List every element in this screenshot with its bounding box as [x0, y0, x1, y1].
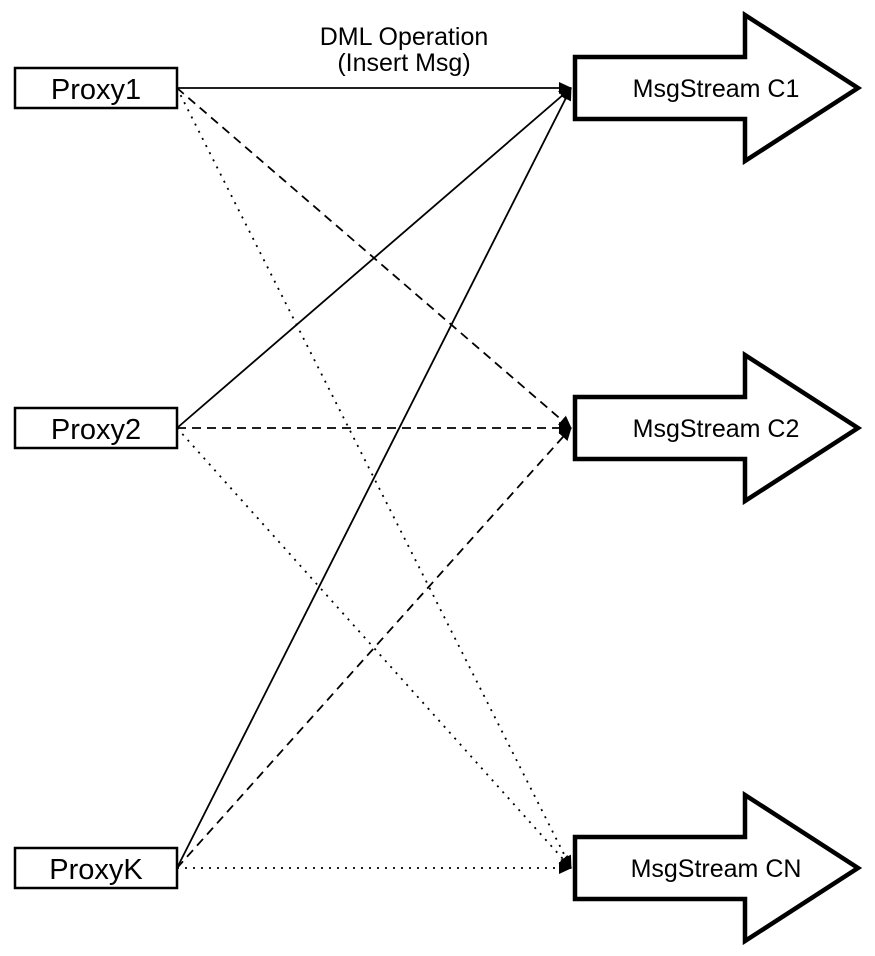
node-proxy1: Proxy1 [13, 66, 179, 110]
diagram-title: DML Operation (Insert Msg) [320, 23, 489, 77]
msgstream-c2-label: MsgStream C2 [633, 415, 800, 443]
block-arrow-right-icon [572, 350, 863, 506]
msgstream-c1-label: MsgStream C1 [633, 75, 800, 103]
edge-proxyk-c1-solid [176, 87, 572, 869]
node-proxyk: ProxyK [13, 846, 179, 890]
edge-proxy1-cn-dotted [176, 87, 572, 869]
proxyk-box [13, 846, 179, 890]
edge-proxy2-c1-solid [176, 87, 572, 429]
block-arrow-right-icon [572, 10, 863, 166]
node-msgstream-cn: MsgStream CN [572, 790, 863, 946]
proxy2-box [13, 406, 179, 450]
proxy1-box [13, 66, 179, 110]
diagram-title-line1: DML Operation [320, 23, 489, 51]
block-arrow-right-icon [572, 790, 863, 946]
edge-layer [176, 82, 572, 874]
node-proxy2: Proxy2 [13, 406, 179, 450]
diagram-title-line2: (Insert Msg) [337, 49, 470, 77]
msgstream-cn-label: MsgStream CN [631, 855, 802, 883]
proxy1-label: Proxy1 [51, 74, 141, 106]
proxy2-label: Proxy2 [51, 414, 141, 446]
proxyk-label: ProxyK [49, 854, 143, 886]
edge-proxyk-c2-dashed [176, 427, 572, 869]
node-msgstream-c1: MsgStream C1 [572, 10, 863, 166]
node-msgstream-c2: MsgStream C2 [572, 350, 863, 506]
